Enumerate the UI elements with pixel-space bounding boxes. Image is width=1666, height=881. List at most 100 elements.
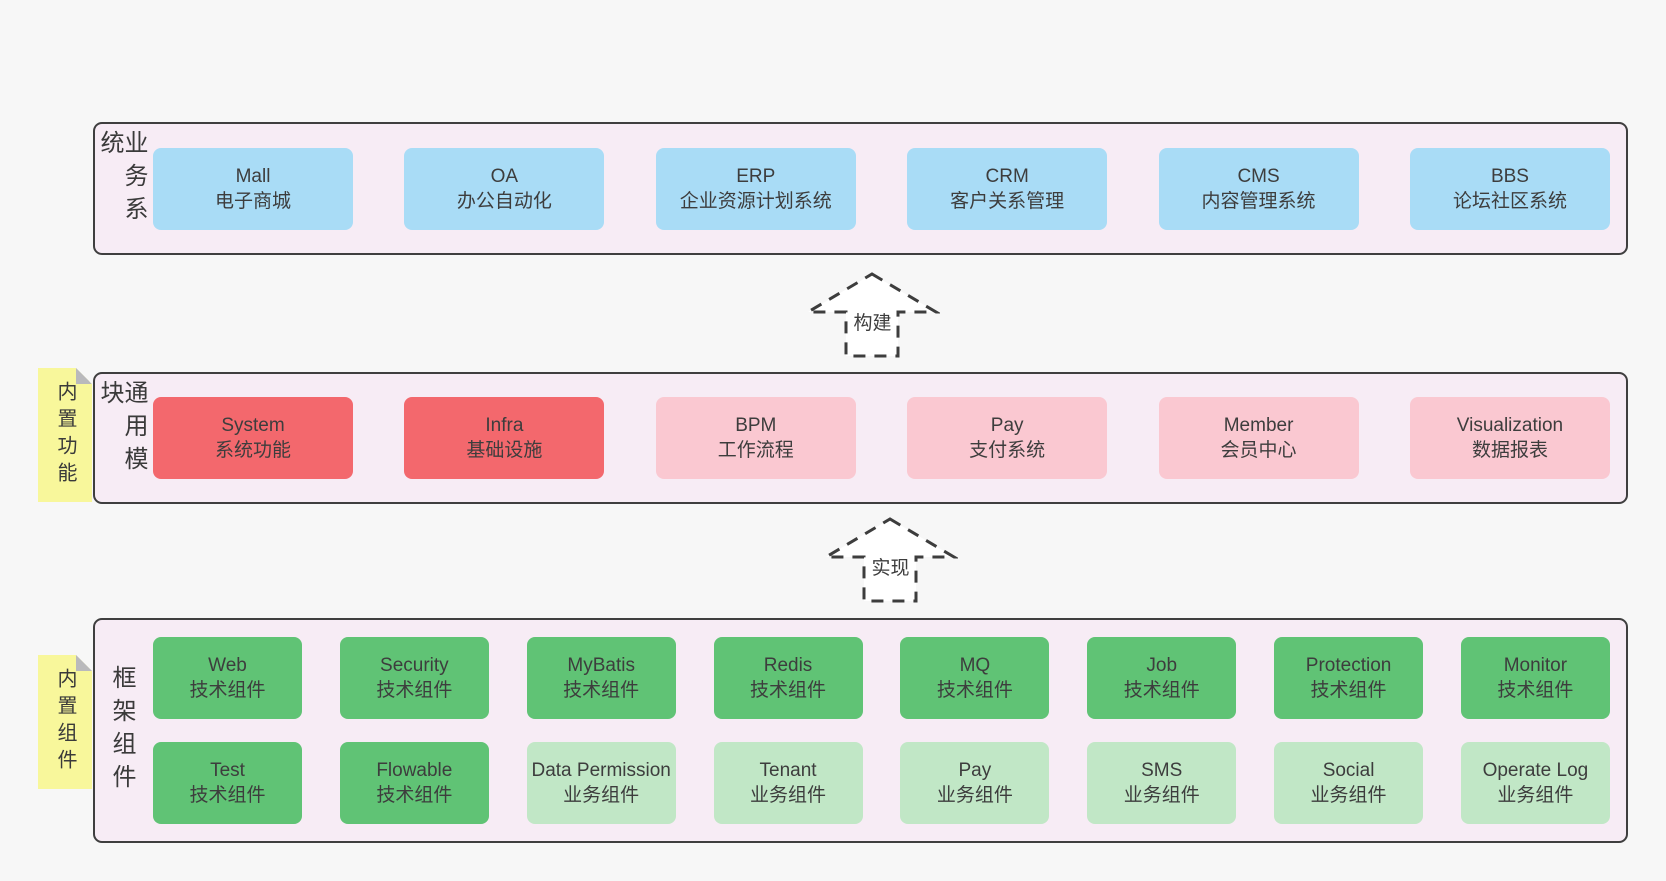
component-box-system: System 系统功能 [153, 397, 353, 479]
component-subtitle: 会员中心 [1220, 440, 1297, 461]
component-subtitle: 技术组件 [1310, 680, 1387, 701]
component-box-infra: Infra 基础设施 [404, 397, 605, 479]
component-title: Pay [958, 760, 992, 781]
component-subtitle: 办公自动化 [456, 190, 552, 212]
component-title: Infra [485, 415, 524, 436]
component-title: BPM [735, 415, 777, 436]
component-subtitle: 工作流程 [717, 440, 794, 461]
component-title: Protection [1305, 655, 1392, 676]
component-title: CRM [985, 165, 1029, 187]
component-title: System [221, 415, 285, 436]
component-subtitle: 业务组件 [1497, 785, 1574, 806]
component-subtitle: 业务组件 [750, 785, 827, 806]
component-box-oa: OA 办公自动化 [404, 147, 605, 230]
builtin-components-note-text: 内置组件 [54, 668, 76, 776]
component-subtitle: 内容管理系统 [1201, 190, 1316, 212]
build-arrow-label: 构建 [850, 308, 895, 335]
component-box-visualization: Visualization 数据报表 [1409, 397, 1610, 479]
component-box-monitor: Monitor 技术组件 [1460, 637, 1610, 719]
component-subtitle: 电子商城 [214, 190, 291, 212]
component-title: Mall [235, 165, 271, 187]
component-title: Security [380, 655, 449, 676]
builtin-components-note: 内置组件 [38, 655, 92, 789]
component-subtitle: 业务组件 [936, 785, 1013, 806]
component-box-mq: MQ 技术组件 [900, 637, 1050, 719]
component-title: OA [490, 165, 519, 187]
component-subtitle: 系统功能 [214, 440, 291, 461]
component-title: BBS [1490, 165, 1529, 187]
component-subtitle: 基础设施 [466, 440, 543, 461]
component-subtitle: 技术组件 [376, 785, 453, 806]
component-box-security: Security 技术组件 [339, 637, 489, 719]
component-subtitle: 技术组件 [376, 680, 453, 701]
layer-modules-boxes: System 系统功能 Infra 基础设施 BPM 工作流程 Pay 支付系统 Member 会… [147, 374, 1626, 502]
implement-arrow: 实现 [823, 515, 958, 605]
component-box-operate-log: Operate Log 业务组件 [1460, 742, 1610, 824]
component-box-redis: Redis 技术组件 [713, 637, 863, 719]
component-box-mall: Mall 电子商城 [153, 147, 353, 230]
component-box-protection: Protection 技术组件 [1274, 637, 1424, 719]
layer-modules-label: 通用模块 [96, 380, 147, 479]
component-subtitle: 技术组件 [750, 680, 827, 701]
component-box-job: Job 技术组件 [1087, 637, 1237, 719]
builtin-functions-note: 内置功能 [38, 368, 92, 502]
component-title: MQ [959, 655, 991, 676]
component-title: CMS [1237, 165, 1280, 187]
component-title: Member [1223, 415, 1294, 436]
component-subtitle: 技术组件 [1497, 680, 1574, 701]
component-title: Pay [990, 415, 1024, 436]
component-subtitle: 业务组件 [563, 785, 640, 806]
component-box-erp: ERP 企业资源计划系统 [655, 147, 856, 230]
builtin-functions-note-text: 内置功能 [54, 381, 76, 489]
component-title: ERP [736, 165, 776, 187]
component-row: System 系统功能 Infra 基础设施 BPM 工作流程 Pay 支付系统 Member 会… [153, 397, 1610, 479]
component-box-bbs: BBS 论坛社区系统 [1409, 147, 1610, 230]
component-subtitle: 技术组件 [1123, 680, 1200, 701]
component-box-bpm: BPM 工作流程 [655, 397, 856, 479]
component-title: Tenant [759, 760, 817, 781]
component-box-flowable: Flowable 技术组件 [339, 742, 489, 824]
component-box-web: Web 技术组件 [153, 637, 302, 719]
component-subtitle: 企业资源计划系统 [679, 190, 832, 212]
component-subtitle: 数据报表 [1471, 440, 1548, 461]
layer-components-label: 框架组件 [108, 664, 135, 797]
component-box-cms: CMS 内容管理系统 [1158, 147, 1359, 230]
component-subtitle: 技术组件 [189, 785, 266, 806]
component-title: Flowable [376, 760, 453, 781]
component-box-pay: Pay 业务组件 [900, 742, 1050, 824]
component-subtitle: 技术组件 [936, 680, 1013, 701]
component-subtitle: 论坛社区系统 [1452, 190, 1567, 212]
component-box-data-permission: Data Permission 业务组件 [526, 742, 676, 824]
component-title: Web [208, 655, 247, 676]
build-arrow: 构建 [805, 270, 940, 360]
component-title: Operate Log [1482, 760, 1589, 781]
component-subtitle: 支付系统 [969, 440, 1046, 461]
component-box-tenant: Tenant 业务组件 [713, 742, 863, 824]
component-title: Social [1322, 760, 1375, 781]
component-subtitle: 技术组件 [189, 680, 266, 701]
component-title: Job [1146, 655, 1178, 676]
component-title: MyBatis [567, 655, 635, 676]
component-box-member: Member 会员中心 [1158, 397, 1359, 479]
layer-business-label: 业务系统 [96, 130, 147, 229]
layer-common-modules: 通用模块 System 系统功能 Infra 基础设施 BPM 工作流程 Pay 支付系统 Me… [93, 372, 1628, 504]
component-title: Data Permission [531, 760, 671, 781]
component-title: Monitor [1503, 655, 1568, 676]
component-subtitle: 技术组件 [563, 680, 640, 701]
component-subtitle: 业务组件 [1123, 785, 1200, 806]
component-title: Redis [763, 655, 813, 676]
component-box-mybatis: MyBatis 技术组件 [526, 637, 676, 719]
component-title: Visualization [1456, 415, 1564, 436]
